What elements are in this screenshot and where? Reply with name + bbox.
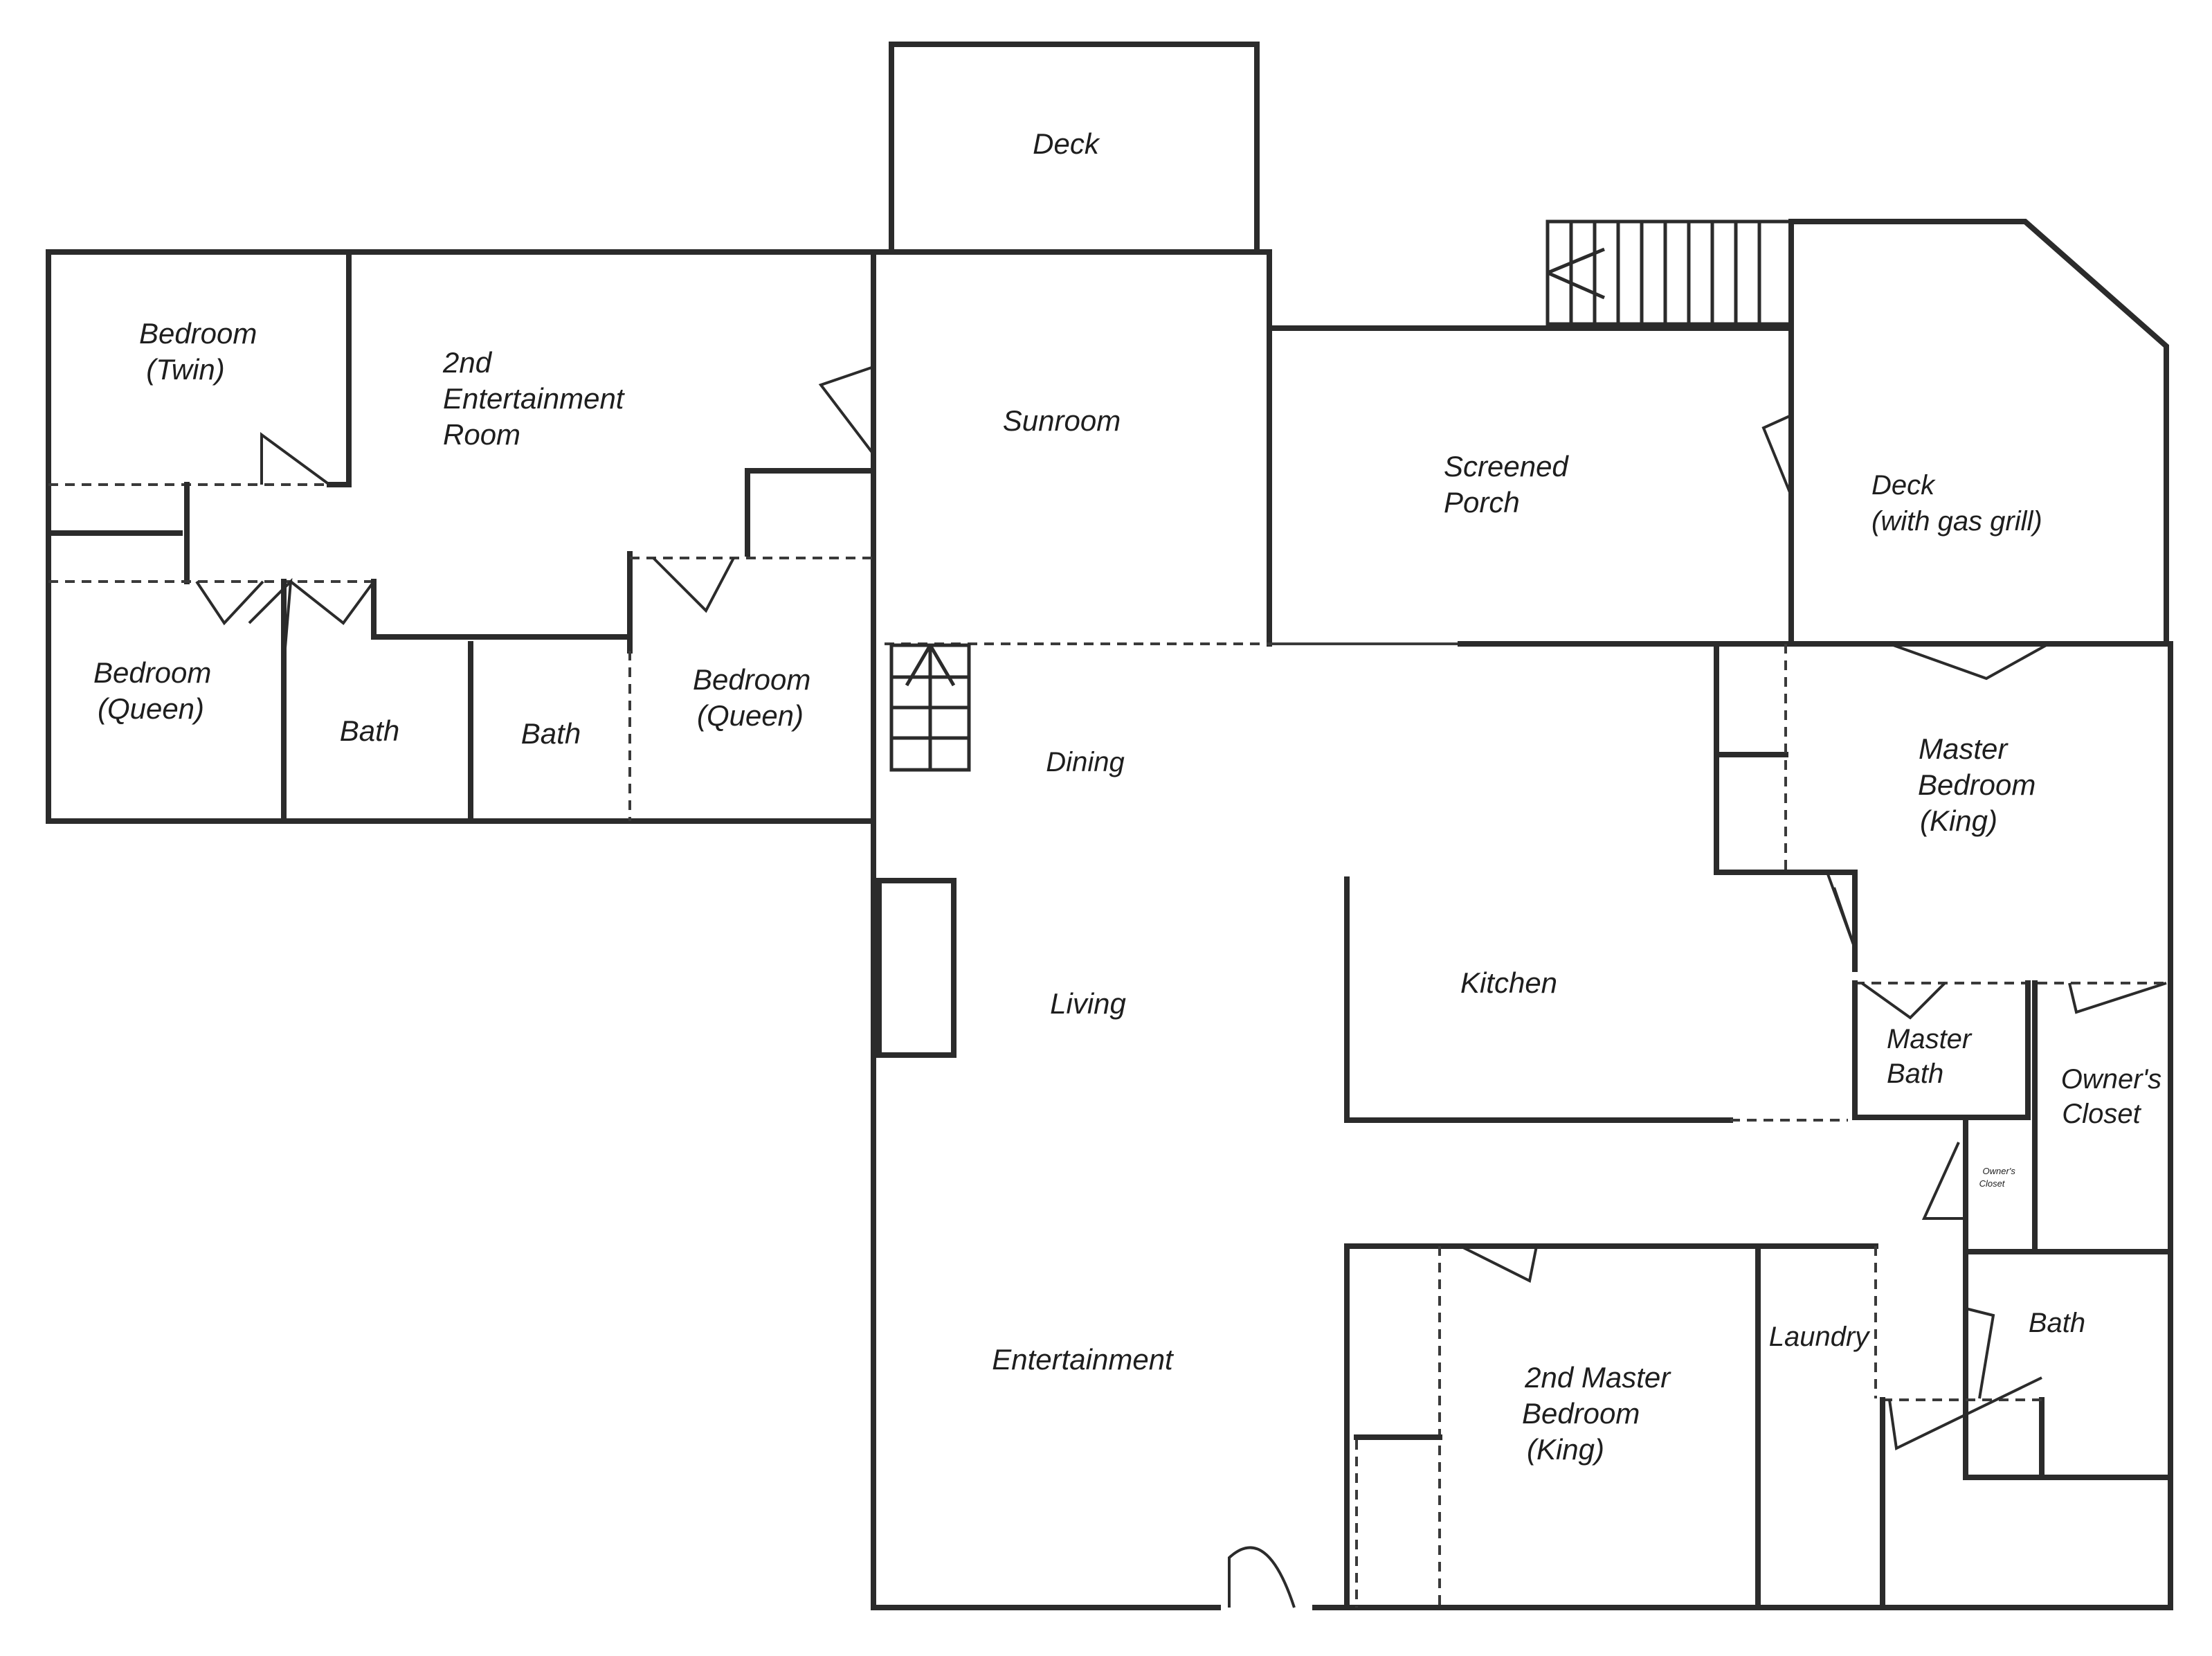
screened-porch-line2: Porch [1444,486,1520,519]
deck-top-outline [889,42,1260,255]
master-bedroom2-label: 2nd Master Bedroom (King) [1522,1361,1678,1466]
deck-stair-treads [1546,222,1761,324]
master-bedroom-line2: Bedroom [1918,768,2036,801]
master-bedroom-label: Master Bedroom (King) [1918,732,2044,837]
sunroom-label: Sunroom [1003,404,1121,437]
master-bedroom-line3: (King) [1920,804,1997,837]
bath-2-label: Bath [521,717,581,750]
bedroom-twin-line2: (Twin) [146,353,225,386]
master-bath-line2: Bath [1887,1059,1943,1089]
bath-1-label: Bath [340,714,399,747]
screened-porch-line1: Screened [1444,450,1569,483]
bedroom-twin-label: Bedroom (Twin) [139,317,265,386]
main-body-interior [876,641,2173,1610]
bath-3-label: Bath [2029,1308,2085,1338]
bedroom-queen-right-label: Bedroom (Queen) [693,663,819,732]
main-body-bottom [1312,641,2173,1610]
owners-closet-small-label: Owner's Closet [1979,1166,2018,1189]
main-body-outline [871,249,1221,1610]
deck-grill-label: Deck (with gas grill) [1871,470,2042,537]
dining-label: Dining [1046,747,1124,777]
bedroom-queen-right-line1: Bedroom [693,663,810,696]
entertainment-label: Entertainment [992,1343,1175,1376]
master-bath-label: Master Bath [1887,1024,1979,1089]
owners-closet-large-line2: Closet [2062,1099,2141,1129]
screened-porch-label: Screened Porch [1444,450,1576,519]
bedroom-queen-left-line1: Bedroom [93,656,211,689]
owners-closet-small-line1: Owner's [1983,1166,2016,1176]
laundry-label: Laundry [1769,1322,1871,1352]
bedroom-queen-left-line2: (Queen) [98,692,204,725]
kitchen-label: Kitchen [1460,966,1557,999]
owners-closet-small-line2: Closet [1979,1178,2006,1189]
deck-grill-line1: Deck [1871,470,1936,501]
bedroom-queen-right-line2: (Queen) [697,699,804,732]
owners-closet-large-line1: Owner's [2061,1064,2161,1095]
entertainment2-line3: Room [443,418,520,451]
bedroom-twin-line1: Bedroom [139,317,257,350]
room-labels: Deck Bedroom (Twin) 2nd Entertainment Ro… [93,127,2170,1466]
master-bedroom2-line1: 2nd Master [1524,1361,1671,1394]
bedroom-queen-left-label: Bedroom (Queen) [93,656,219,725]
dining-stair-treads [891,644,969,770]
deck-stairs [1545,219,1793,326]
entertainment2-label: 2nd Entertainment Room [442,346,632,451]
deck-grill-line2: (with gas grill) [1871,506,2042,537]
fireplace [876,878,957,1058]
living-label: Living [1050,987,1126,1020]
master-bath-line1: Master [1887,1024,1973,1054]
left-wing-interior [46,249,876,824]
door-swings [195,366,2167,1608]
entertainment2-line1: 2nd [442,346,493,379]
master-bedroom2-line2: Bedroom [1522,1397,1640,1430]
master-bedroom-line1: Master [1919,732,2009,765]
master-bedroom2-line3: (King) [1527,1433,1604,1466]
east-deck-outline [1788,219,2169,647]
left-wing-outline [46,249,894,824]
owners-closet-large-label: Owner's Closet [2061,1064,2170,1129]
exterior-walls [46,42,2173,1610]
screened-porch-outline [1267,249,1794,647]
deck-top-label: Deck [1033,127,1100,160]
entertainment2-line2: Entertainment [443,382,626,415]
